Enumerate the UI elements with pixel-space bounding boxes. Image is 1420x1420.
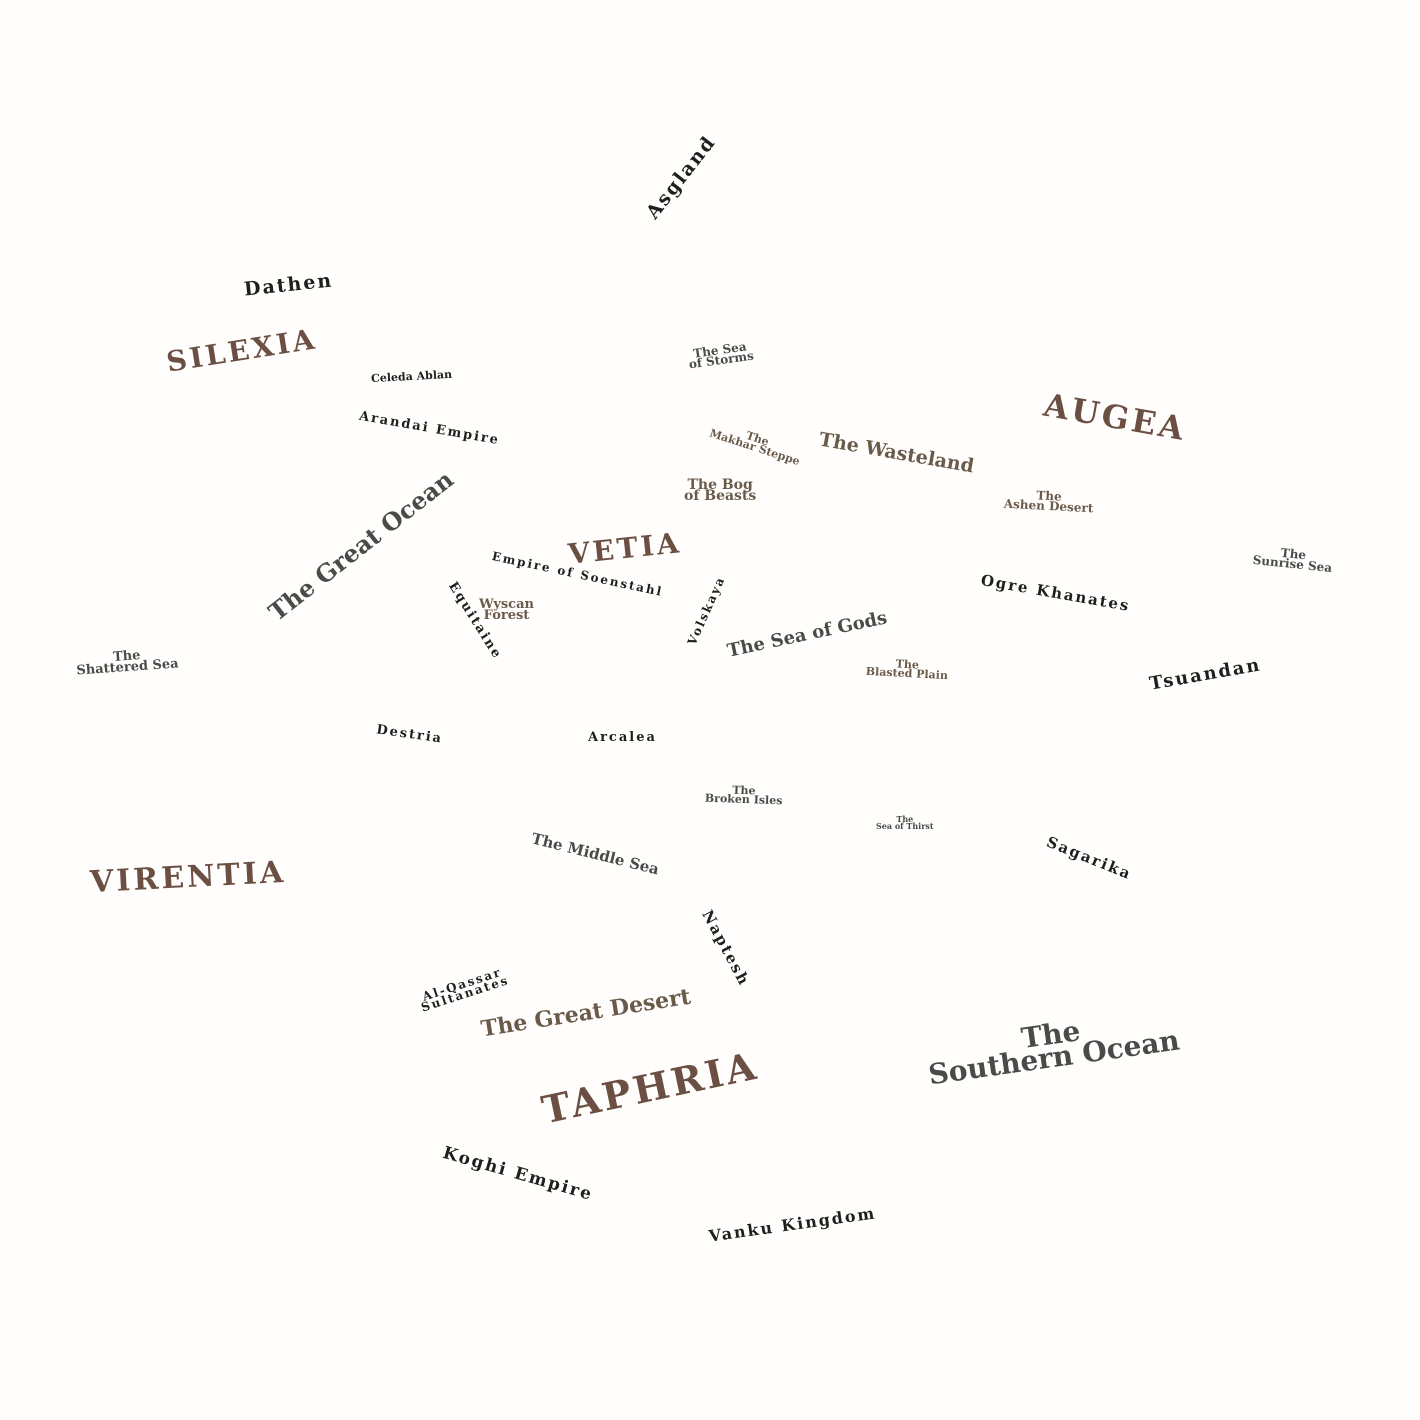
label-wyscan-forest: Wyscan Forest (479, 597, 534, 623)
label-sea-of-thirst: The Sea of Thirst (876, 814, 934, 831)
label-ogre-khanates: Ogre Khanates (979, 570, 1132, 616)
label-naptesh: Naptesh (698, 906, 754, 990)
label-taphria: TAPHRIA (537, 1042, 763, 1133)
label-broken-isles: The Broken Isles (704, 783, 783, 808)
label-al-qassar: Al-Qassar Sultanates (419, 964, 511, 1015)
label-vetia: VETIA (566, 526, 684, 571)
label-ashen-desert: The Ashen Desert (1003, 488, 1094, 516)
label-middle-sea: The Middle Sea (529, 829, 661, 879)
label-arcalea: Arcalea (588, 730, 657, 745)
label-destria: Destria (375, 722, 444, 747)
label-silexia: SILEXIA (164, 322, 320, 379)
label-sagarika: Sagarika (1043, 832, 1135, 884)
label-southern-ocean: The Southern Ocean (926, 1014, 1182, 1092)
label-great-ocean: The Great Ocean (262, 464, 459, 627)
label-bog-of-beasts: The Bog of Beasts (684, 477, 757, 505)
label-volskaya: Volskaya (684, 573, 728, 648)
label-the-wasteland: The Wasteland (817, 428, 976, 478)
label-vanku-kingdom: Vanku Kingdom (707, 1203, 878, 1246)
label-shattered-sea: The Shattered Sea (75, 648, 180, 679)
label-arandai-empire: Arandai Empire (357, 408, 501, 449)
label-great-desert: The Great Desert (479, 983, 693, 1043)
label-virentia: VIRENTIA (89, 854, 287, 901)
label-tsuandan: Tsuandan (1147, 654, 1263, 695)
label-makhar-steppe: The Makhar Steppe (707, 426, 802, 469)
label-sea-of-storms: The Sea of Storms (687, 339, 755, 372)
label-koghi-empire: Koghi Empire (440, 1143, 596, 1206)
label-dathen: Dathen (243, 269, 335, 301)
label-sunrise-sea: The Sunrise Sea (1252, 545, 1333, 575)
label-asgland: Asgland (641, 131, 721, 224)
label-blasted-plain: The Blasted Plain (865, 657, 949, 683)
label-celeda-ablan: Celeda Ablan (370, 367, 453, 386)
label-sea-of-gods: The Sea of Gods (725, 607, 889, 662)
label-augea: AUGEA (1040, 385, 1190, 449)
